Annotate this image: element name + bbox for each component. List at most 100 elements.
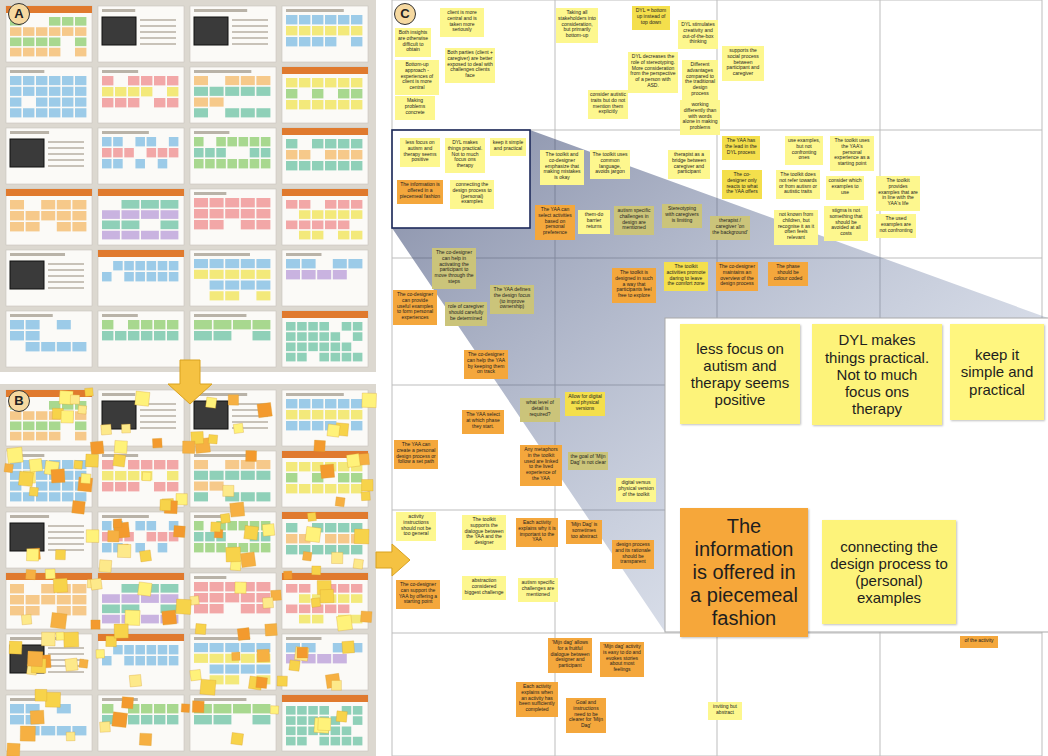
note-text: inviting but abstract bbox=[710, 704, 740, 716]
poster-note bbox=[23, 27, 34, 36]
poster-note bbox=[205, 159, 215, 168]
sticky-note-photo bbox=[312, 566, 321, 575]
poster-note bbox=[325, 410, 336, 419]
poster-note bbox=[353, 353, 363, 362]
poster-note bbox=[214, 331, 232, 340]
sticky-note: Bottom-up approach - experiences of clie… bbox=[395, 60, 439, 95]
poster-note bbox=[169, 137, 179, 146]
poster-note bbox=[141, 331, 152, 340]
poster-note bbox=[299, 584, 310, 593]
poster-header bbox=[282, 695, 368, 702]
sticky-note: Stereotyping with caregivers is limiting bbox=[662, 204, 702, 228]
poster-note bbox=[261, 159, 271, 168]
poster-note bbox=[351, 37, 362, 46]
poster-note bbox=[124, 148, 134, 157]
poster-note bbox=[167, 715, 178, 724]
poster-note bbox=[299, 100, 310, 109]
sticky-note: consider autistic traits but do not ment… bbox=[588, 90, 628, 119]
sticky-note-photo bbox=[90, 578, 102, 590]
poster-note bbox=[102, 460, 113, 469]
sticky-note-photo bbox=[66, 732, 75, 741]
poster-note bbox=[227, 159, 237, 168]
poster-note bbox=[102, 221, 120, 230]
poster-note bbox=[169, 272, 179, 281]
poster-note bbox=[338, 210, 349, 219]
note-text: Any metaphors in the toolkit used are li… bbox=[522, 447, 560, 482]
poster-note bbox=[102, 704, 113, 713]
poster bbox=[98, 250, 184, 306]
sticky-note-photo bbox=[190, 669, 202, 681]
poster-note bbox=[167, 87, 178, 96]
poster-note bbox=[102, 159, 112, 168]
poster-note bbox=[351, 594, 362, 603]
poster-note bbox=[253, 320, 271, 329]
sticky-note: working differently than with words alon… bbox=[680, 100, 720, 135]
sticky-note-photo bbox=[342, 641, 355, 654]
poster-note bbox=[331, 353, 341, 362]
sticky-note-photo bbox=[257, 403, 272, 418]
poster-note bbox=[23, 48, 34, 57]
poster-note bbox=[338, 200, 349, 209]
poster-note bbox=[286, 150, 297, 159]
poster-note bbox=[286, 343, 296, 352]
poster-note bbox=[338, 139, 349, 148]
poster-note bbox=[225, 643, 239, 652]
sticky-note-photo bbox=[354, 529, 369, 544]
poster-note bbox=[225, 460, 239, 469]
poster bbox=[282, 634, 368, 690]
poster-note bbox=[75, 432, 86, 441]
poster-note bbox=[102, 137, 112, 146]
poster-note bbox=[312, 78, 323, 87]
sticky-note: supports the social process between part… bbox=[722, 46, 764, 81]
sticky-note-photo bbox=[173, 526, 185, 538]
poster-note bbox=[286, 89, 297, 98]
sticky-note-photo bbox=[231, 732, 244, 745]
note-text: the goal of 'Mijn Dag' is not clear bbox=[570, 454, 606, 466]
sticky-note: connecting the design process to (person… bbox=[450, 180, 494, 209]
poster-note bbox=[325, 221, 336, 230]
poster-note bbox=[169, 148, 179, 157]
poster-text-line bbox=[232, 37, 268, 39]
poster-note bbox=[299, 399, 310, 408]
poster-title-bar bbox=[194, 253, 250, 256]
sticky-note-photo bbox=[100, 722, 111, 733]
sticky-note-photo bbox=[336, 711, 347, 722]
poster-note bbox=[122, 221, 140, 230]
poster-note bbox=[115, 87, 126, 96]
sticky-note-photo bbox=[289, 660, 300, 671]
sticky-note-photo bbox=[235, 582, 247, 594]
poster-text-line bbox=[140, 409, 176, 411]
poster-note bbox=[308, 332, 318, 341]
poster bbox=[282, 67, 368, 123]
poster-note bbox=[194, 482, 208, 491]
poster-note bbox=[128, 482, 139, 491]
sticky-note-photo bbox=[50, 612, 67, 629]
poster-note bbox=[23, 411, 34, 420]
poster-note bbox=[102, 320, 113, 329]
sticky-note: The YAA can select activities based on p… bbox=[535, 205, 575, 240]
poster-note bbox=[194, 320, 212, 329]
sticky-note-photo bbox=[228, 395, 238, 405]
poster-note bbox=[338, 231, 349, 240]
sticky-note-photo bbox=[85, 454, 98, 467]
poster-note bbox=[214, 715, 232, 724]
poster bbox=[6, 189, 92, 245]
sticky-note-photo bbox=[230, 502, 245, 517]
poster-note bbox=[10, 584, 24, 593]
poster-note bbox=[154, 98, 165, 107]
note-text: Allow for digital and physical versions bbox=[567, 394, 603, 411]
poster-note bbox=[75, 17, 86, 26]
poster-note bbox=[210, 604, 224, 613]
sticky-note: consider which examples to use bbox=[826, 176, 864, 200]
zoomed-sticky-note: keep it simple and practical bbox=[950, 324, 1044, 420]
poster-text-line bbox=[48, 275, 84, 277]
poster-text-line bbox=[232, 421, 268, 423]
poster-note bbox=[135, 656, 145, 665]
poster-note bbox=[115, 331, 126, 340]
poster-note bbox=[256, 582, 270, 591]
poster-note bbox=[338, 399, 349, 408]
poster-note bbox=[225, 593, 239, 602]
poster-note bbox=[351, 100, 362, 109]
poster-note bbox=[141, 76, 152, 85]
poster-title-bar bbox=[10, 314, 53, 317]
